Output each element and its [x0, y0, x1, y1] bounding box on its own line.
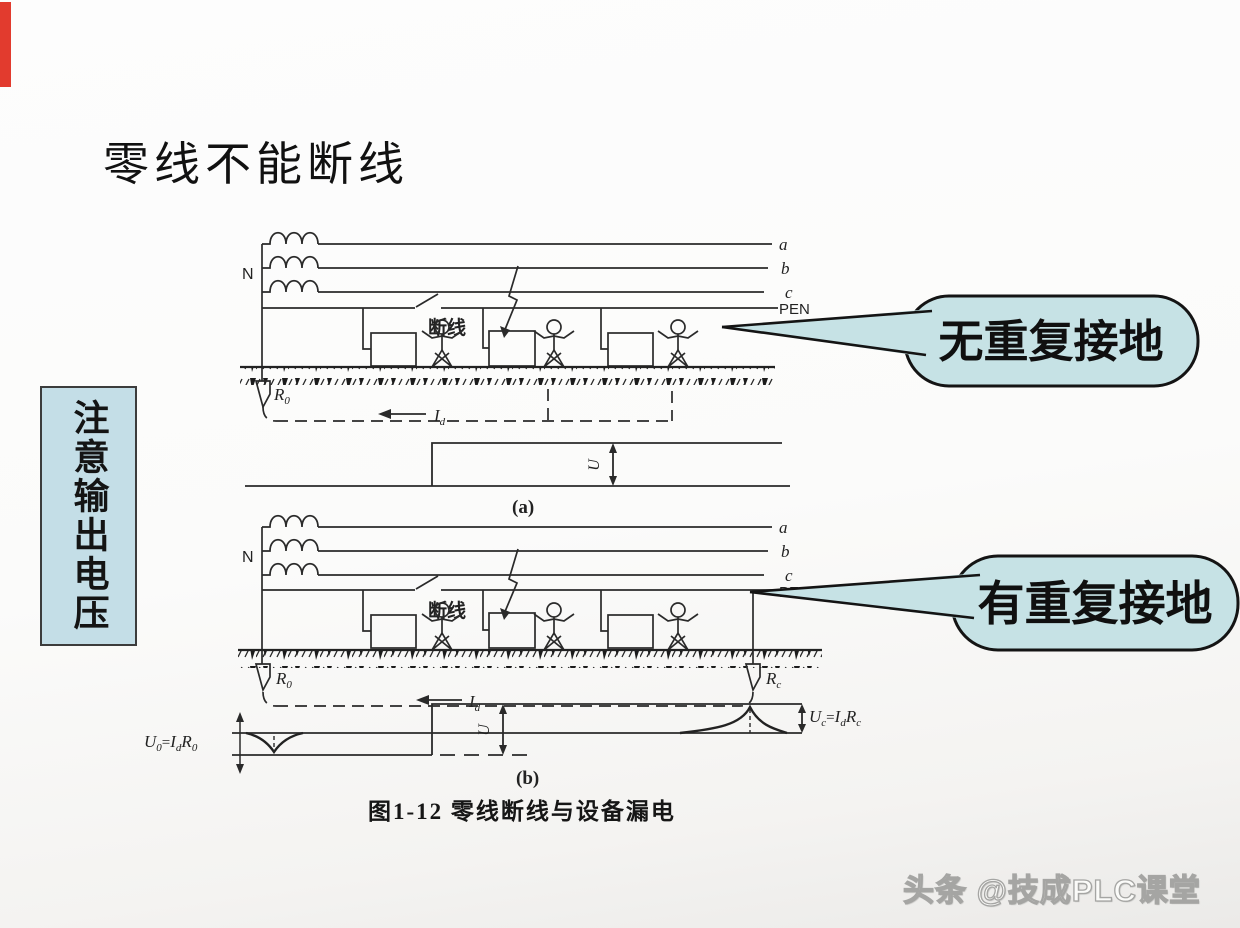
potential-dip-curve [245, 731, 304, 755]
uc-formula: Uc=IdRc [809, 707, 861, 729]
u0-measure-arrow [236, 712, 244, 774]
sub-figure-b-label: (b) [516, 768, 539, 789]
neutral-label-a: N [242, 266, 254, 283]
r0-label-b: R0 [275, 669, 292, 691]
neutral-label-b: N [242, 549, 254, 566]
callout-tail [722, 309, 932, 357]
appliance-box [607, 614, 654, 649]
sub-figure-a-label: (a) [512, 497, 534, 518]
phase-c-label-b: c [785, 566, 793, 585]
phase-a-label-b: a [779, 518, 788, 537]
phase-lines-b [318, 526, 772, 576]
u-label-b: U [476, 723, 493, 736]
appliances-a [362, 308, 699, 368]
red-marker-bar [0, 2, 11, 87]
u0-formula: U0=IdR0 [144, 732, 198, 754]
callout-with-repeat-grounding: 有重复接地 [749, 554, 1240, 652]
rc-label: Rc [765, 669, 781, 691]
person-icon [533, 602, 575, 651]
phase-a-label-a: a [779, 235, 788, 254]
current-arrow-icon-a [378, 409, 391, 419]
appliance-box [370, 332, 417, 367]
pen-label-a: PEN [779, 301, 810, 318]
transformer-windings-a [261, 231, 319, 367]
potential-rise-curve [679, 704, 788, 735]
id-label-a: Id [433, 406, 446, 428]
figure-caption: 图1-12 零线断线与设备漏电 [368, 799, 676, 824]
u-measure-arrow-b: U [476, 704, 507, 755]
transformer-windings-b [261, 514, 319, 650]
ground-electrode-r0-b [255, 650, 271, 691]
break-switch-icon-a [415, 293, 439, 308]
current-arrow-icon-b [416, 695, 429, 705]
phase-c-label-a: c [785, 283, 793, 302]
callout-bottom-text: 有重复接地 [978, 579, 1213, 631]
ground-b [238, 648, 822, 668]
callout-no-repeat-grounding: 无重复接地 [721, 294, 1200, 388]
pen-line-b [262, 575, 778, 650]
callout-tail [750, 573, 980, 620]
break-label-b: 断线 [428, 599, 466, 622]
diagram-b: N a b c PEN 断线 [144, 514, 861, 789]
voltage-graph-a: U [245, 442, 790, 487]
diagram-a: N a b c PEN 断线 [240, 231, 810, 518]
watermark: 头条 @技成PLC课堂 [902, 872, 1201, 908]
person-icon [533, 319, 575, 368]
side-note-text: 注意输出电压 [68, 399, 109, 633]
break-switch-icon-b [415, 575, 439, 590]
break-label-a: 断线 [428, 316, 466, 339]
leakage-current-path-b: Id [262, 691, 754, 714]
u-label-a: U [586, 458, 603, 471]
lightning-icon-a [500, 265, 519, 338]
pen-line-a [262, 293, 778, 309]
phase-lines-a [318, 243, 772, 293]
appliances-b [362, 590, 699, 651]
soil-hatch [238, 651, 822, 668]
appliance-box [488, 330, 536, 367]
appliance-box [370, 614, 417, 649]
person-icon [657, 602, 699, 651]
page-title: 零线不能断线 [103, 139, 409, 190]
appliance-box [488, 612, 536, 649]
side-note-box: 注意输出电压 [40, 386, 137, 646]
phase-b-label-a: b [781, 259, 790, 278]
appliance-box [607, 332, 654, 367]
phase-b-label-b: b [781, 542, 790, 561]
callout-top-text: 无重复接地 [938, 317, 1163, 367]
soil-hatch [240, 368, 775, 385]
ground-electrode-rc [745, 650, 761, 691]
r0-label-a: R0 [273, 385, 290, 407]
voltage-graph-b: U0=IdR0 U Uc=IdRc [144, 703, 861, 774]
id-label-b: Id [468, 692, 481, 714]
uc-measure-arrow [798, 704, 806, 733]
ground-a [240, 365, 775, 385]
leakage-current-path-a: Id [262, 389, 673, 428]
lightning-icon-b [500, 548, 519, 620]
ground-electrode-r0-a [255, 367, 271, 408]
person-icon [657, 319, 699, 368]
